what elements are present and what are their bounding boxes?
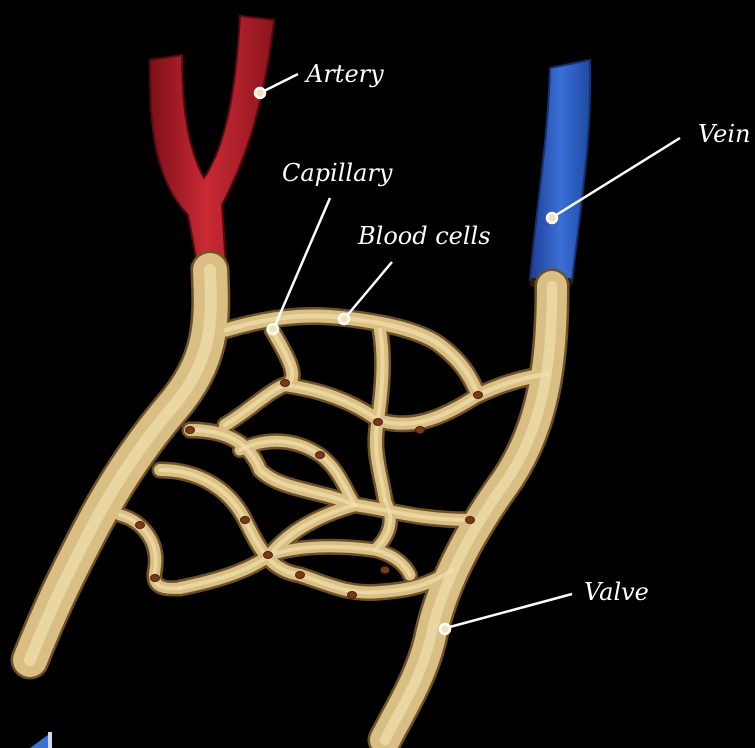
blood-cell <box>381 567 390 574</box>
blood-cell <box>374 419 383 426</box>
blood-cell <box>136 522 145 529</box>
blood-cell <box>241 517 250 524</box>
capillary-network <box>30 270 552 740</box>
label-capillary: Capillary <box>282 159 393 187</box>
vein-vessel <box>530 60 590 287</box>
blood-cell <box>186 427 195 434</box>
blood-cell <box>316 452 325 459</box>
blood-cell <box>264 552 273 559</box>
blood-cell <box>296 572 305 579</box>
blood-cell <box>416 427 425 434</box>
leader-valve <box>440 594 572 634</box>
blood-cell <box>348 592 357 599</box>
label-artery: Artery <box>304 60 384 88</box>
blood-cell <box>151 575 160 582</box>
label-valve: Valve <box>584 578 649 606</box>
blood-cell <box>466 517 475 524</box>
blood-cell <box>474 392 483 399</box>
blood-cell <box>281 380 290 387</box>
corner-arrow-icon <box>30 732 52 748</box>
artery-vessel <box>150 16 274 272</box>
label-vein: Vein <box>698 120 750 148</box>
label-blood-cells: Blood cells <box>357 222 491 250</box>
